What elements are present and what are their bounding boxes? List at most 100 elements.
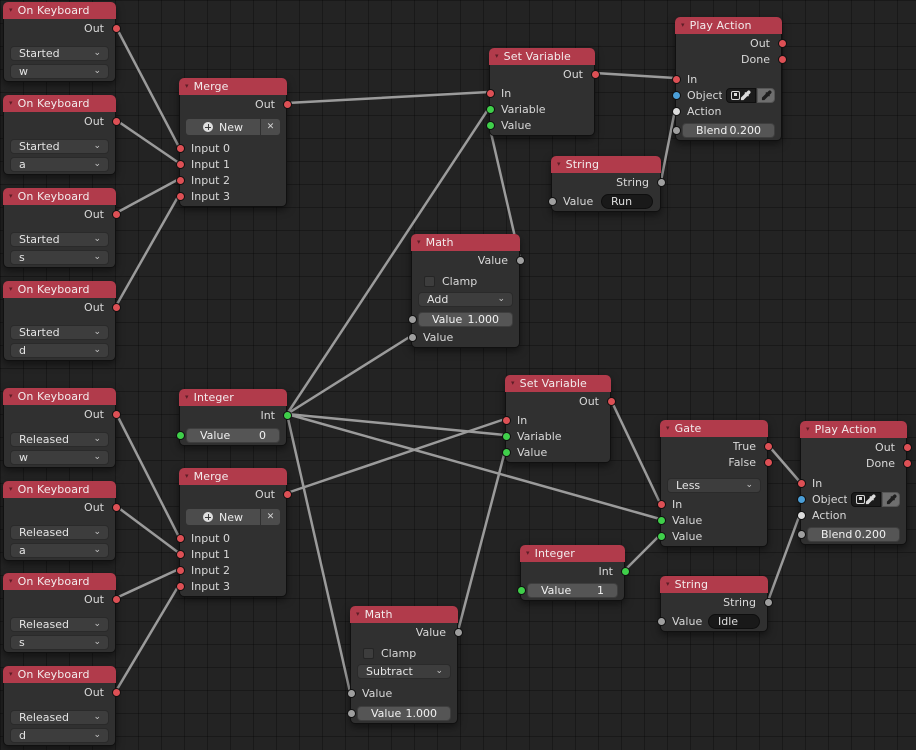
new-button[interactable]: New [186,509,260,525]
wire-merge1.out-setvar1.in[interactable] [285,90,491,105]
pa2-blend-socket[interactable] [796,529,806,539]
merge1-i0-socket[interactable] [175,143,185,153]
wire-int1.out-setvar2.var[interactable] [285,412,507,437]
collapse-icon[interactable]: ▾ [417,238,421,246]
gate-in-socket[interactable] [656,499,666,509]
collapse-icon[interactable]: ▾ [185,393,189,401]
merge2-i2-socket[interactable] [175,565,185,575]
gate-v1-socket[interactable] [656,515,666,525]
node-header[interactable]: ▾On Keyboard [3,481,116,498]
wire-string1.out-pa1.act[interactable] [659,108,677,183]
math2-v2-socket[interactable] [346,708,356,718]
kb8-dropdown[interactable]: Released⌄ [10,709,109,725]
node-header[interactable]: ▾Merge [179,468,287,485]
setvar1-var-socket[interactable] [485,104,495,114]
kb7-dropdown[interactable]: Released⌄ [10,616,109,632]
collapse-icon[interactable]: ▾ [9,577,13,585]
merge1-i3-socket[interactable] [175,191,185,201]
collapse-icon[interactable]: ▾ [681,21,685,29]
kb5-dropdown[interactable]: Released⌄ [10,431,109,447]
kb1-dropdown[interactable]: Started⌄ [10,45,109,61]
setvar2-out-socket[interactable] [606,396,616,406]
kb2-dropdown[interactable]: a⌄ [10,156,109,172]
node-header[interactable]: ▾Integer [520,545,625,562]
kb7-dropdown[interactable]: s⌄ [10,634,109,650]
wire-kb4.out-merge1.i3[interactable] [114,193,181,308]
eyedropper-button[interactable] [882,491,900,507]
pa1-in-socket[interactable] [671,74,681,84]
kb2-out-socket[interactable] [111,116,121,126]
node-header[interactable]: ▾Play Action [800,421,907,438]
kb5-dropdown[interactable]: w⌄ [10,449,109,465]
wire-kb6.out-merge2.i1[interactable] [114,504,181,555]
kb1-dropdown[interactable]: w⌄ [10,63,109,79]
merge2-out-socket[interactable] [282,489,292,499]
kb6-out-socket[interactable] [111,502,121,512]
collapse-icon[interactable]: ▾ [495,52,499,60]
merge1-i1-socket[interactable] [175,159,185,169]
wire-int1.out-math1.v2[interactable] [285,334,413,416]
kb8-dropdown[interactable]: d⌄ [10,727,109,743]
math2-out-socket[interactable] [453,627,463,637]
collapse-icon[interactable]: ▾ [511,379,515,387]
pa2-out-socket[interactable] [902,442,912,452]
clear-button[interactable]: ✕ [261,509,280,525]
clear-button[interactable]: ✕ [261,119,280,135]
pa2-obj-socket[interactable] [796,494,806,504]
collapse-icon[interactable]: ▾ [356,610,360,618]
node-header[interactable]: ▾On Keyboard [3,573,116,590]
int1-out-socket[interactable] [282,410,292,420]
pa1-out-socket[interactable] [777,38,787,48]
node-header[interactable]: ▾Merge [179,78,287,95]
kb4-out-socket[interactable] [111,302,121,312]
node-header[interactable]: ▾On Keyboard [3,95,116,112]
gate-false-socket[interactable] [763,457,773,467]
string1-out-socket[interactable] [656,177,666,187]
math1-v1-socket[interactable] [407,314,417,324]
wire-gate.true-pa2.in[interactable] [766,443,802,484]
string1-val-socket[interactable] [547,196,557,206]
wire-int1.out-setvar1.var[interactable] [285,106,491,416]
gate-v2-socket[interactable] [656,531,666,541]
collapse-icon[interactable]: ▾ [557,160,561,168]
node-header[interactable]: ▾String [660,576,768,593]
node-header[interactable]: ▾On Keyboard [3,2,116,19]
merge2-i0-socket[interactable] [175,533,185,543]
int2-val-socket[interactable] [516,585,526,595]
pa1-obj-socket[interactable] [671,90,681,100]
merge2-i3-socket[interactable] [175,581,185,591]
merge1-i2-socket[interactable] [175,175,185,185]
collapse-icon[interactable]: ▾ [185,472,189,480]
math1-dropdown[interactable]: Add⌄ [418,291,513,307]
object-field[interactable] [851,491,881,507]
collapse-icon[interactable]: ▾ [9,392,13,400]
node-header[interactable]: ▾On Keyboard [3,666,116,683]
math1-out-socket[interactable] [515,255,525,265]
wire-string2.out-pa2.act[interactable] [766,512,802,603]
int2-out-socket[interactable] [620,566,630,576]
string1-text-field[interactable]: Run [601,193,653,209]
collapse-icon[interactable]: ▾ [9,6,13,14]
math2-dropdown[interactable]: Subtract⌄ [357,663,451,679]
wire-kb8.out-merge2.i3[interactable] [114,583,181,693]
node-header[interactable]: ▾Play Action [675,17,782,34]
wire-int1.out-gate.v1[interactable] [285,412,662,521]
collapse-icon[interactable]: ▾ [9,285,13,293]
kb3-dropdown[interactable]: s⌄ [10,249,109,265]
kb1-out-socket[interactable] [111,23,121,33]
int1-val-socket[interactable] [175,430,185,440]
